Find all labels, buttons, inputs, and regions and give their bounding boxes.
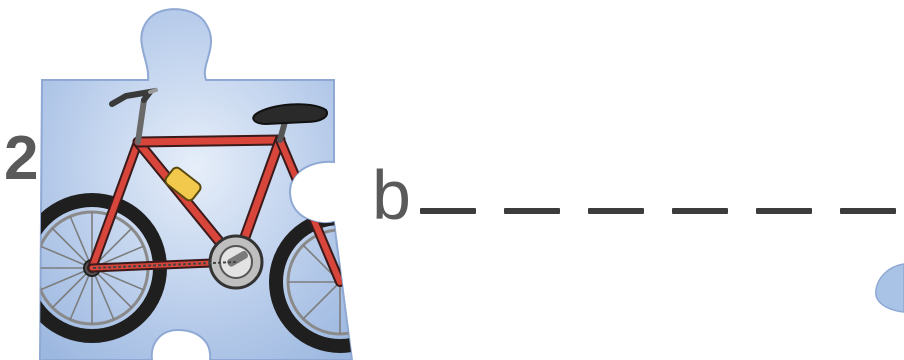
exercise-number: 2 [4,124,39,193]
chainring-icon [91,234,264,290]
saddle-icon [252,103,328,126]
answer-blank[interactable] [756,208,812,214]
next-puzzle-piece-icon [875,263,904,313]
answer-blanks[interactable] [420,208,904,218]
handlebar-icon [109,87,158,145]
answer-blank[interactable] [504,208,560,214]
puzzle-piece-bicycle-icon [38,8,354,360]
answer-blank[interactable] [840,208,896,214]
water-bottle-icon [164,166,202,202]
first-letter-hint: b [372,156,411,234]
answer-blank[interactable] [672,208,728,214]
answer-blank[interactable] [420,208,476,214]
answer-blank[interactable] [588,208,644,214]
